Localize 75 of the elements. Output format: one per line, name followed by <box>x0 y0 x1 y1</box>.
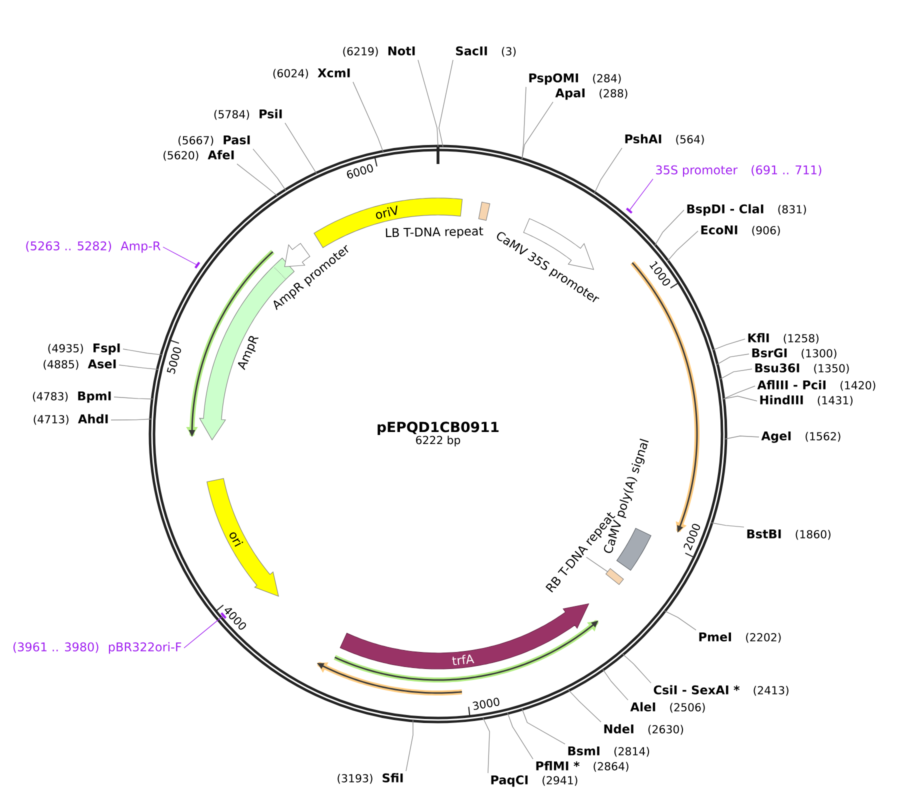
site-label: EcoNI (906) <box>701 226 780 236</box>
leader-line <box>438 60 454 148</box>
leader-line <box>507 712 534 760</box>
leader-line <box>184 616 223 648</box>
site-label: (5784) PsiI <box>214 109 282 120</box>
site-label: BsrGI (1300) <box>752 348 836 359</box>
leader-line <box>352 82 384 152</box>
leader-line <box>724 436 760 440</box>
site-label: Bsu36I (1350) <box>755 363 849 374</box>
feature-block: ori <box>206 478 279 597</box>
site-label: (4783) BpmI <box>32 392 111 403</box>
site-label: BspDI - ClaI (831) <box>687 204 806 216</box>
leader-line <box>712 338 746 350</box>
leader-line <box>568 690 602 722</box>
leader-line <box>522 102 554 160</box>
leader-line <box>622 654 652 684</box>
leader-line <box>664 610 696 630</box>
tick-label: 2000 <box>684 524 700 550</box>
feature-block: trfA <box>340 603 590 670</box>
primer-mark <box>194 262 200 269</box>
site-label: NdeI (2630) <box>604 724 684 735</box>
leader-line <box>720 368 752 380</box>
leader-line <box>522 708 566 744</box>
leader-line <box>118 364 158 370</box>
site-label: (6219) NotI <box>343 46 415 57</box>
site-label: AflIII - PciI (1420) <box>757 380 876 391</box>
site-label: KflI (1258) <box>748 333 818 344</box>
leader-line <box>482 717 490 774</box>
site-label: (4713) AhdI <box>34 414 108 425</box>
leader-line <box>586 556 608 572</box>
leader-line <box>252 148 286 191</box>
site-label: AgeI (1562) <box>761 432 840 443</box>
site-label: (4885) AseI <box>44 360 116 370</box>
leader-line <box>114 396 154 400</box>
leader-line <box>722 396 758 402</box>
site-label: HindIII (1431) <box>760 395 852 406</box>
leader-line <box>722 386 756 400</box>
leader-line <box>710 522 744 528</box>
site-label: BsmI (2814) <box>568 746 650 757</box>
leader-line <box>667 230 698 262</box>
primer-label: (5263 .. 5282) Amp-R <box>26 241 160 253</box>
leader-line <box>406 720 414 772</box>
tick-label: 6000 <box>346 164 373 178</box>
site-label: SacII (3) <box>456 46 516 57</box>
site-label: PflMI * (2864) <box>536 761 628 772</box>
leader-line <box>716 354 750 365</box>
leader-line <box>594 148 622 194</box>
site-label: (4935) FspI <box>48 344 120 355</box>
site-label: AleI (2506) <box>630 702 705 713</box>
leader-line <box>110 418 152 420</box>
leader-line <box>162 246 197 265</box>
primer-label: 35S promoter (691 .. 711) <box>656 165 822 177</box>
tick-label: 3000 <box>472 698 500 710</box>
tick-label: 5000 <box>166 347 182 374</box>
site-label: (6024) XcmI <box>273 68 350 79</box>
site-label: PmeI (2202) <box>699 632 781 643</box>
leader-line <box>122 348 162 356</box>
leader-line <box>522 86 526 160</box>
site-label: CsiI - SexAI * (2413) <box>654 685 788 696</box>
site-label: (5620) AfeI <box>164 150 234 161</box>
leader-line <box>236 164 278 196</box>
primer-mark <box>626 208 632 214</box>
leader-line <box>602 668 628 700</box>
site-label: PspOMI (284) <box>529 73 621 85</box>
site-label: ApaI (288) <box>555 88 628 100</box>
leader-line <box>418 60 438 148</box>
primer-label: (3961 .. 3980) pBR322ori-F <box>13 642 182 654</box>
site-label: (5667) PasI <box>178 136 250 146</box>
site-label: PshAI (564) <box>625 134 704 145</box>
site-label: BstBI (1860) <box>747 530 830 540</box>
site-label: (3193) SfiI <box>338 773 403 784</box>
leader-line <box>284 122 317 174</box>
leader-line <box>654 210 684 246</box>
site-label: PaqCI (2941) <box>491 775 578 787</box>
leader-line <box>630 178 654 210</box>
